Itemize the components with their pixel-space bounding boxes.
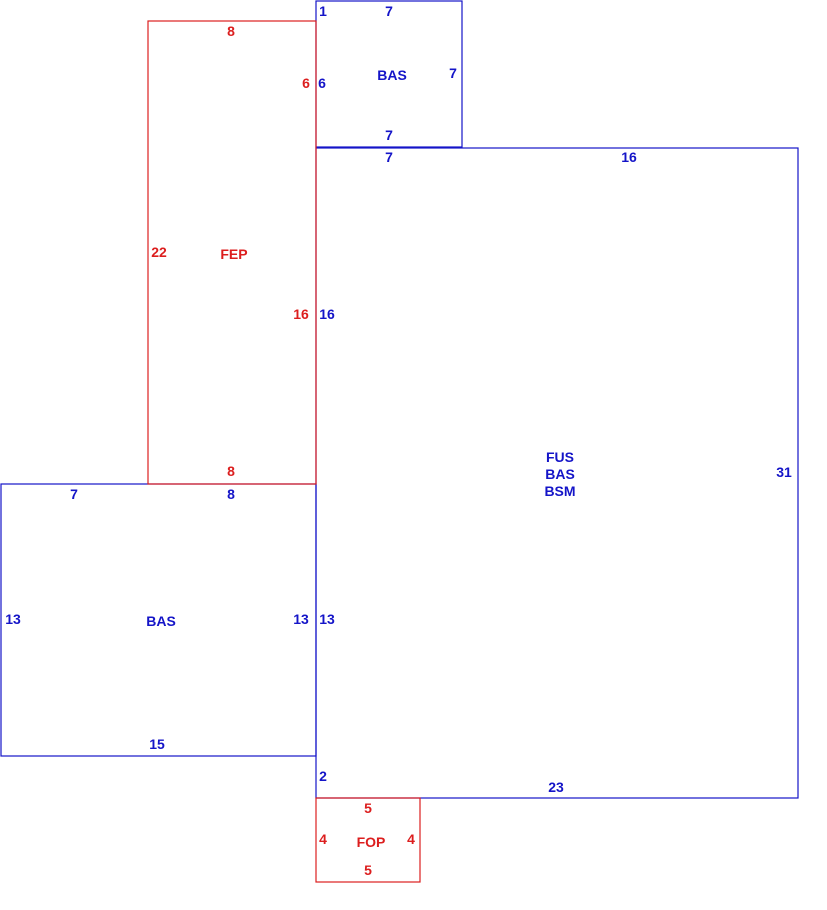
main-area-label-bsm: BSM [544,483,575,499]
main-dim-right: 31 [776,464,792,480]
fep-dim-right-upper: 6 [302,75,310,91]
bas-left-area-label: BAS [146,613,176,629]
fep-area-label: FEP [220,246,247,262]
fep-dim-top: 8 [227,23,235,39]
main-dim-left-lower: 13 [319,611,335,627]
bas-left-dim-top-left: 7 [70,486,78,502]
fop-outline [315,797,421,883]
bas-top-dim-bottom: 7 [385,127,393,143]
bas-left-dim-top-right: 8 [227,486,235,502]
fop-dim-left: 4 [319,831,327,847]
main-area-label-bas: BAS [545,466,575,482]
bas-top-dim-left: 6 [318,75,326,91]
bas-top-dim-corner: 1 [319,3,327,19]
fop-dim-top: 5 [364,800,372,816]
main-dim-top-left: 7 [385,149,393,165]
bas-left-dim-bottom: 15 [149,736,165,752]
fop-dim-bottom: 5 [364,862,372,878]
fep-outline [147,20,317,485]
main-dim-left-bottom: 2 [319,768,327,784]
fop-area-label: FOP [357,834,386,850]
main-dim-top-right: 16 [621,149,637,165]
bas-top-area-label: BAS [377,67,407,83]
main-dim-left: 16 [319,306,335,322]
bas-top-dim-right: 7 [449,65,457,81]
fep-dim-bottom: 8 [227,463,235,479]
bas-left-dim-left: 13 [5,611,21,627]
bas-top-dim-top: 7 [385,3,393,19]
fop-dim-right: 4 [407,831,415,847]
bas-left-dim-right: 13 [293,611,309,627]
fep-dim-right-lower: 16 [293,306,309,322]
fep-dim-left: 22 [151,244,167,260]
main-area-label-fus: FUS [546,449,574,465]
main-dim-bottom: 23 [548,779,564,795]
